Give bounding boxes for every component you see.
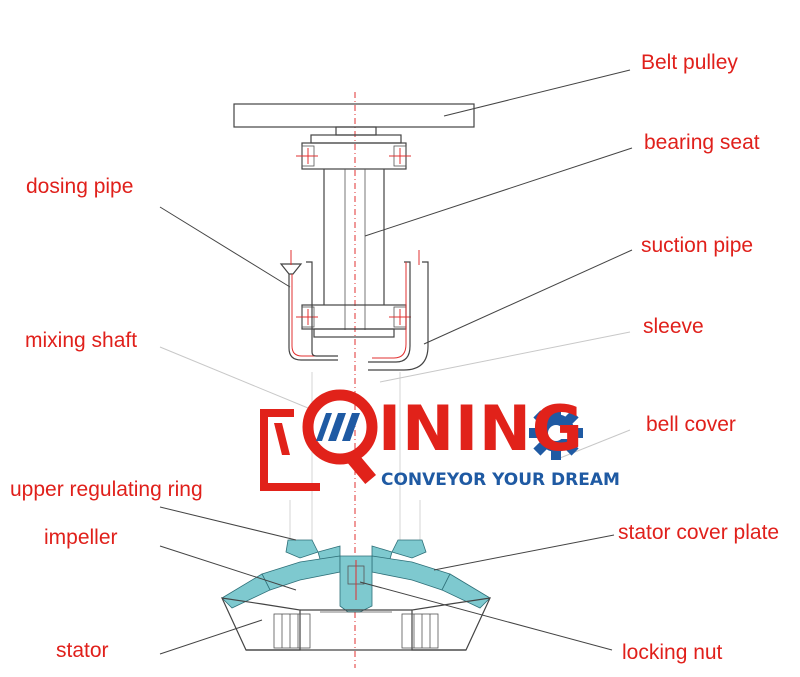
leader-suction-pipe	[423, 249, 633, 345]
label-sleeve: sleeve	[643, 315, 704, 338]
leader-bearing-seat	[364, 147, 633, 237]
leader-upper-regulating-ring	[159, 506, 297, 541]
leader-locking-nut	[359, 581, 613, 651]
label-stator-cover-plate: stator cover plate	[618, 521, 780, 544]
leader-dosing-pipe	[159, 206, 291, 288]
logo-tagline: CONVEYOR YOUR DREAM	[381, 470, 620, 490]
leader-stator-cover-plate	[433, 534, 615, 571]
bearing-seat-top	[296, 134, 411, 170]
stator-part	[220, 597, 492, 651]
label-bearing-seat: bearing seat	[644, 131, 760, 154]
logo-mark-icon	[260, 389, 378, 491]
label-dosing-pipe: dosing pipe	[26, 175, 134, 198]
leader-stator	[159, 619, 263, 655]
label-upper-regulating-ring: upper regulating ring	[10, 478, 203, 501]
label-locking-nut: locking nut	[622, 641, 723, 664]
leader-impeller	[159, 545, 297, 591]
label-stator: stator	[56, 639, 109, 662]
label-impeller: impeller	[44, 526, 118, 549]
leader-sleeve	[379, 331, 631, 383]
shaft-tube	[323, 169, 385, 330]
belt-pulley-part	[233, 103, 475, 136]
label-mixing-shaft: mixing shaft	[25, 329, 138, 352]
bearing-seat-bottom	[296, 304, 411, 338]
mining-logo	[260, 389, 583, 491]
logo-wordmark: INING	[378, 392, 584, 465]
label-suction-pipe: suction pipe	[641, 234, 754, 257]
gear-icon	[529, 406, 583, 460]
leader-belt-pulley	[443, 69, 631, 117]
suction-pipe-part	[306, 250, 429, 371]
faded-shaft-section	[289, 372, 421, 545]
impeller-part	[261, 555, 451, 613]
leader-mixing-shaft	[159, 346, 309, 409]
dosing-pipe-part	[279, 250, 338, 361]
label-bell-cover: bell cover	[646, 413, 736, 436]
label-belt-pulley: Belt pulley	[641, 51, 738, 74]
